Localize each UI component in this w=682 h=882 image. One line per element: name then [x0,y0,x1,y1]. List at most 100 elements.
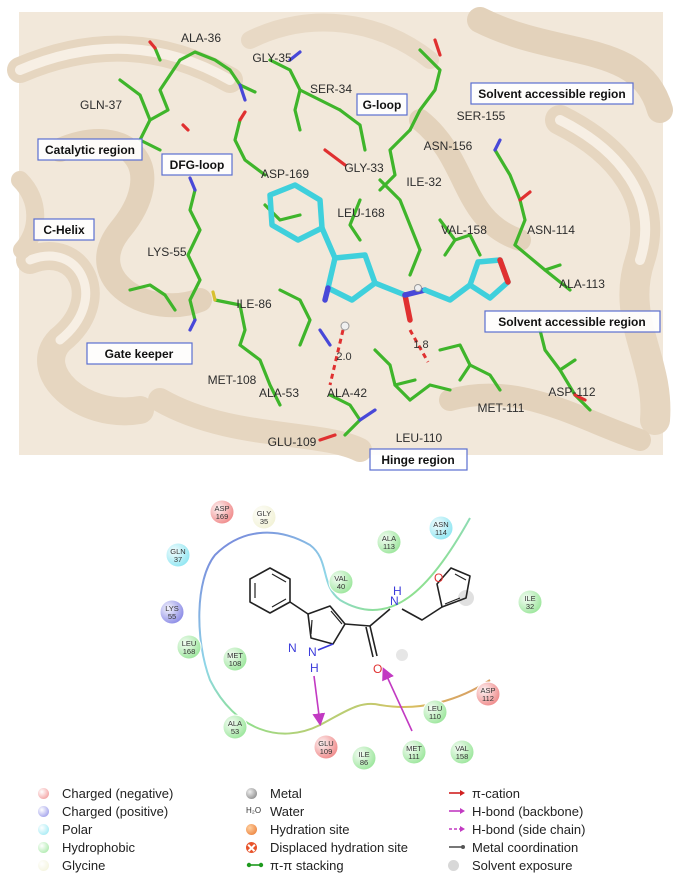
residue-label: ASN-114 [527,223,575,237]
residue-number: 111 [408,752,419,761]
legend-item: H-bond (backbone) [448,802,585,820]
region-box-hinge [369,448,468,471]
residue-label: ASN-156 [424,139,473,153]
legend-item: Solvent exposure [448,856,585,874]
legend-item: Hydration site [246,820,408,838]
residue-label: MET-108 [208,373,257,387]
residue-number: 32 [526,602,534,611]
residue-name: MET [406,744,422,753]
legend: Charged (negative) Charged (positive) Po… [38,784,678,876]
legend-item: Metal coordination [448,838,585,856]
atom-label: O [373,662,382,676]
hydrophobic-dot-icon [38,841,49,853]
legend-item: H-bond (side chain) [448,820,585,838]
residue-name: ASP [214,504,229,513]
legend-item: Charged (positive) [38,802,173,820]
residue-shine [402,740,426,764]
legend-item: π-cation [448,784,585,802]
residue-number: 110 [429,712,441,721]
residue-label: ILE-86 [236,297,272,311]
legend-item: π-π stacking [246,856,408,874]
residue-shine [423,700,447,724]
legend-item: Charged (negative) [38,784,173,802]
residue-sticks [118,38,592,442]
hbond-sidechain-icon [449,826,465,832]
atom-label: N [390,594,399,608]
residue-number: 168 [183,647,196,656]
legend-item: Glycine [38,856,173,874]
residue-number: 53 [231,727,239,736]
residue-shine [166,543,190,567]
residue-label: ALA-53 [259,386,299,400]
residue-number: 86 [360,758,368,767]
pyrazole-nh-bond [317,643,334,651]
legend-item: Polar [38,820,173,838]
residue-label: MET-111 [478,401,525,415]
ligand-hydrogen [340,321,350,331]
region-box-g-loop [356,93,408,116]
residue-name: GLY [257,509,271,518]
residue-name: LEU [182,639,197,648]
atom-label: H [310,661,319,675]
residue-shine [450,740,474,764]
binding-pose-panel: ALA-36 GLY-35 SER-34 GLN-37 SER-155 ASN-… [7,7,673,471]
residue-shine [223,647,247,671]
metal-coordination-icon [449,845,465,849]
hbond-backbone-arrow [382,667,413,732]
residue-name: ALA [382,534,396,543]
residue-name: VAL [334,574,348,583]
residue-label: GLY-35 [252,51,292,65]
residue-name: ILE [524,594,535,603]
residue-label: VAL-158 [441,223,487,237]
distance-label: 2.0 [336,351,351,363]
residue-shine [223,715,247,739]
residue-number: 109 [320,747,333,756]
residue-shine [252,505,276,529]
atom-label: N [288,641,297,655]
atom-label: N [308,645,317,659]
glycine-dot-icon [38,859,49,871]
ligand-hydrogen [414,284,422,292]
residue-label: ASP-112 [548,385,595,399]
region-box-gatekeeper [86,342,193,365]
residue-label: ASP-169 [261,167,309,181]
metal-icon [246,787,257,799]
hbond-backbone-arrow [312,675,326,727]
region-box-catalytic [37,138,143,161]
residue-shine [518,590,542,614]
legend-interactions: π-cation H-bond (backbone) H-bond (side … [448,784,585,874]
residue-shine [177,635,201,659]
residue-number: 35 [260,517,268,526]
ligand-sticks [267,182,511,323]
residue-number: 158 [456,752,469,761]
residue-label: SER-34 [310,82,352,96]
legend-residue-types: Charged (negative) Charged (positive) Po… [38,784,173,874]
residue-number: 55 [168,612,176,621]
region-box-solvent-bottom [484,310,661,333]
hbond-backbone-icon [449,808,465,814]
atom-label: H [393,584,402,598]
residue-label: GLY-33 [344,161,384,175]
residue-number: 113 [383,542,395,551]
residue-number: 108 [229,659,242,668]
residue-name: MET [227,651,243,660]
legend-item: Metal [246,784,408,802]
